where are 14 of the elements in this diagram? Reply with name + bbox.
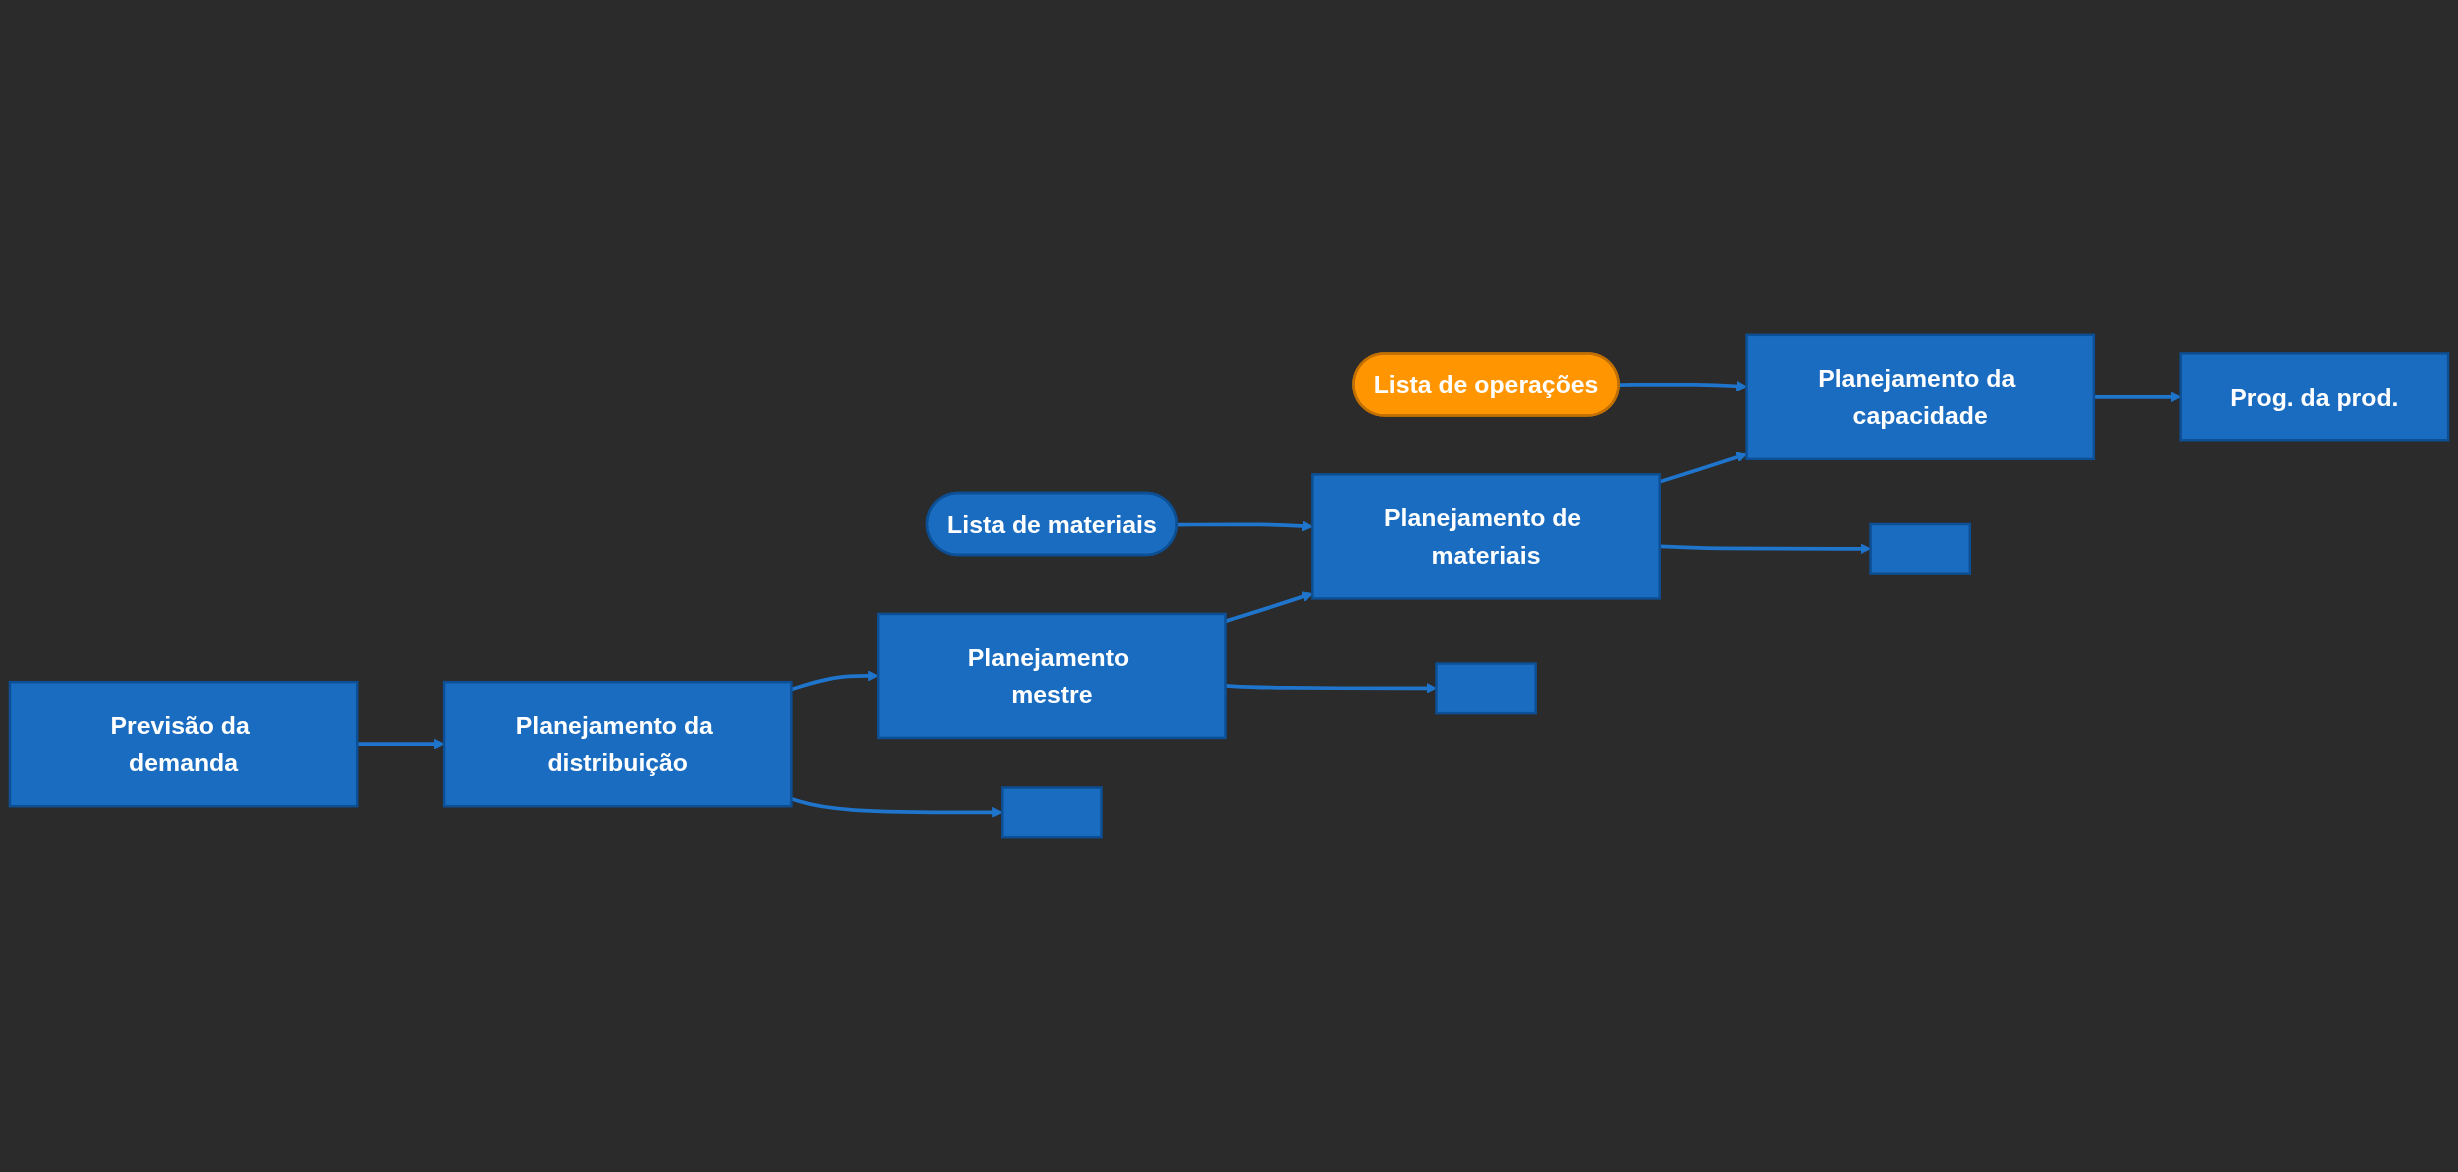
node-box: Planejamento da capacidade (1745, 333, 2096, 461)
arrow (1659, 451, 1748, 484)
arrow (1177, 520, 1313, 532)
arrow (1225, 682, 1437, 694)
node-box: Prog. da prod. (2179, 352, 2450, 442)
node-box: Planejamento da distribuição (442, 680, 793, 808)
arrow (1225, 591, 1313, 624)
node-box: Previsão da demanda (8, 680, 359, 808)
node-box: Planejamento mestre (877, 612, 1227, 740)
node-box (1869, 522, 1972, 575)
node-box (1435, 662, 1537, 715)
node-box: Planejamento de materiais (1311, 473, 1661, 600)
arrow (357, 738, 445, 750)
node-box (1001, 786, 1103, 839)
